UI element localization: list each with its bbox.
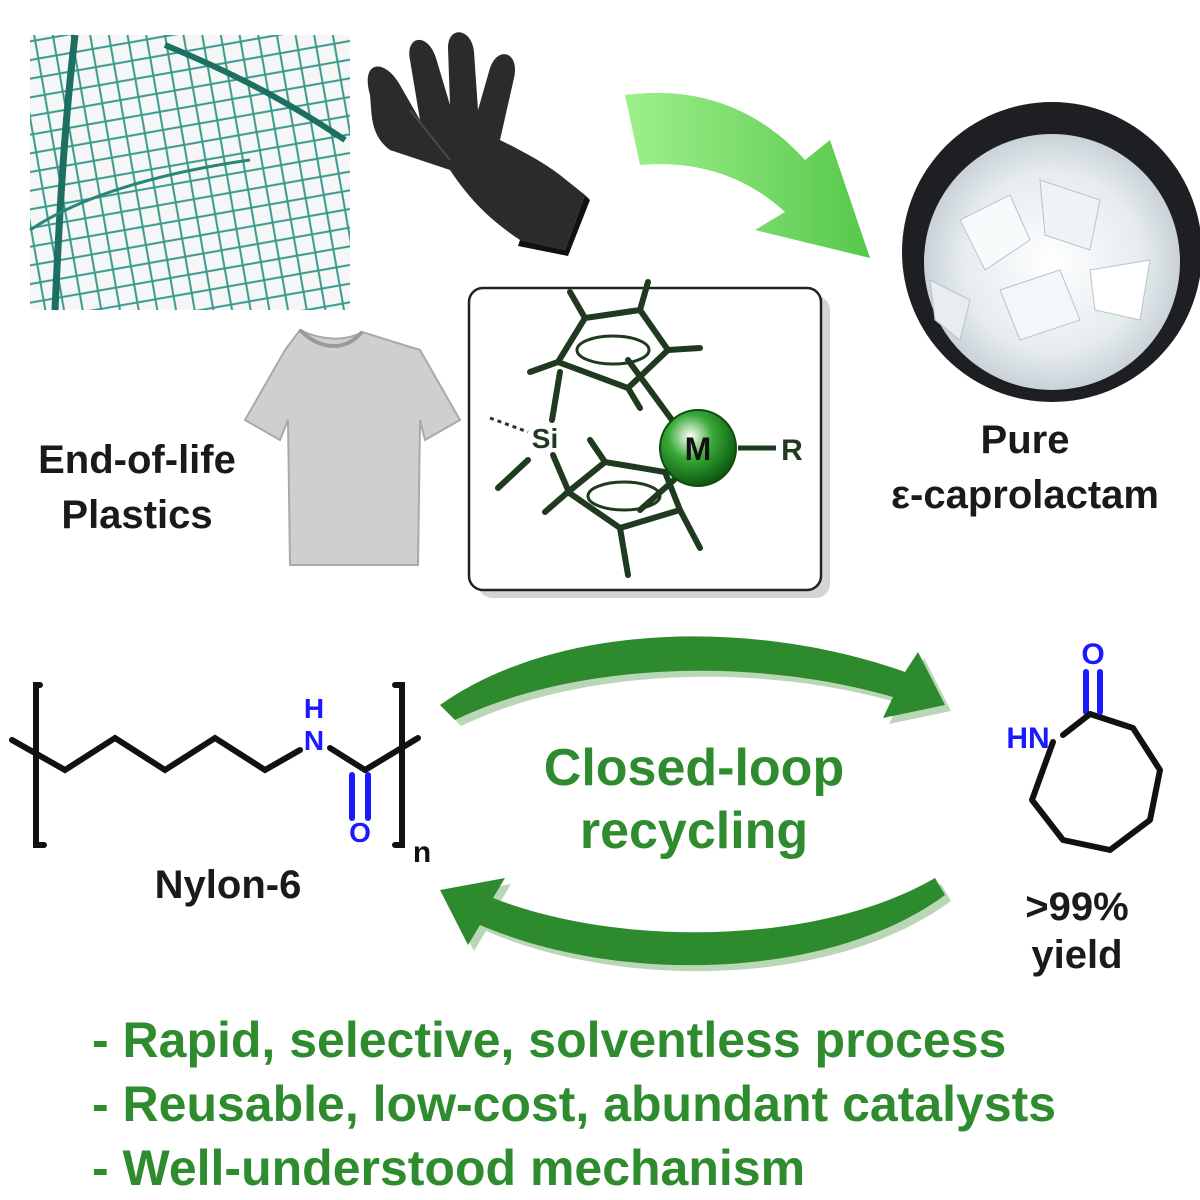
lactam-carbonyl-oxygen-label: O xyxy=(1081,638,1104,671)
feature-item-reusable: - Reusable, low-cost, abundant catalysts xyxy=(92,1076,1057,1132)
nylon-carbonyl-oxygen-label: O xyxy=(349,817,371,848)
catalyst-structure-box: Si M R xyxy=(467,279,830,598)
nylon-6-structure: H N O n xyxy=(9,682,431,869)
recycling-label: recycling xyxy=(580,802,808,860)
plastics-label: Plastics xyxy=(61,493,212,537)
gray-tshirt-icon xyxy=(243,328,462,566)
nh-nitrogen-label: N xyxy=(304,725,324,756)
nylon-6-label: Nylon-6 xyxy=(155,863,302,907)
fishing-net-photo xyxy=(29,34,350,311)
pure-label: Pure xyxy=(981,418,1070,462)
r-group-label: R xyxy=(781,434,803,467)
yield-word-label: yield xyxy=(1031,933,1122,977)
nh-hydrogen-label: H xyxy=(304,693,324,724)
lactam-nh-label: HN xyxy=(1006,722,1049,755)
black-glove-icon xyxy=(367,32,590,256)
yield-value-label: >99% xyxy=(1025,885,1128,929)
feature-item-rapid: - Rapid, selective, solventless process xyxy=(92,1012,1007,1068)
feature-item-mechanism: - Well-understood mechanism xyxy=(92,1140,806,1196)
top-arrow-icon xyxy=(625,92,870,258)
repeat-unit-n-label: n xyxy=(413,836,431,869)
caprolactam-structure: O HN xyxy=(1006,638,1163,853)
caprolactam-crystals-photo xyxy=(902,102,1200,402)
caprolactam-label: ε-caprolactam xyxy=(891,473,1159,517)
closed-loop-label: Closed-loop xyxy=(544,739,844,797)
feature-list: - Rapid, selective, solventless process … xyxy=(92,1008,1056,1200)
end-of-life-label: End-of-life xyxy=(38,438,236,482)
metal-atom-label: M xyxy=(685,431,712,467)
backward-arrow-icon xyxy=(440,878,951,972)
forward-arrow-icon xyxy=(440,636,951,726)
si-atom-label: Si xyxy=(532,423,558,454)
